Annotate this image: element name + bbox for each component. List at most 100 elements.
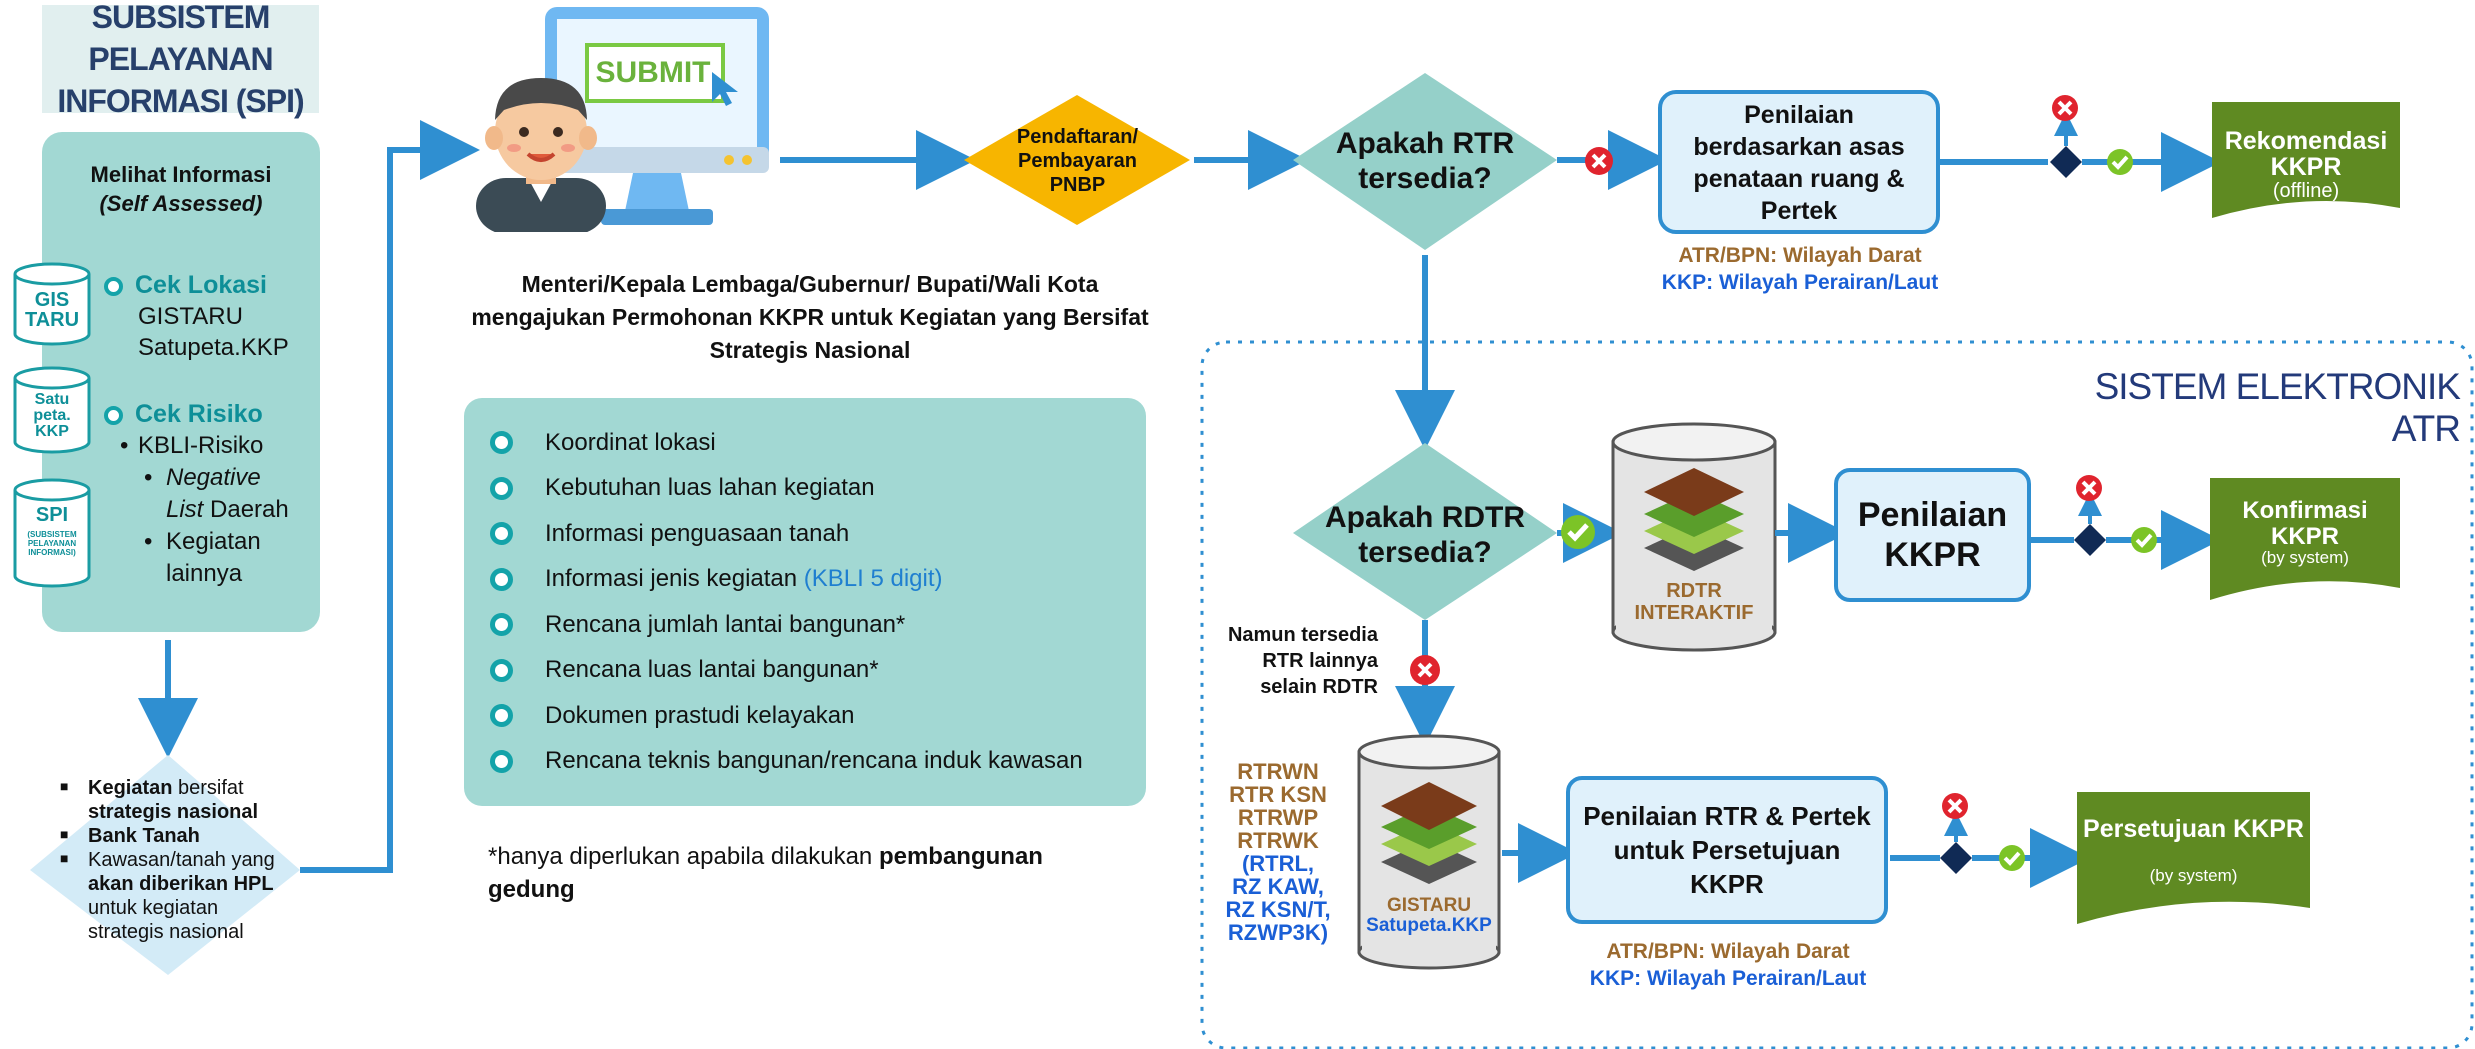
rtr-item: RTR KSN <box>1229 782 1327 807</box>
rtr-item: RTRWN <box>1237 759 1319 784</box>
spi-title: SUBSISTEM PELAYANAN INFORMASI (SPI) <box>57 0 304 119</box>
kbli-note: (KBLI 5 digit) <box>803 565 943 593</box>
rz-item: RZ KAW, <box>1232 874 1324 899</box>
rdtr-diamond <box>1293 443 1557 620</box>
rtr-question: Apakah RTR tersedia? <box>1335 127 1515 195</box>
requirement-item: Informasi penguasaan tanah <box>490 511 1150 557</box>
atr-darat-label-2: ATR/BPN: Wilayah Darat <box>1606 940 1850 963</box>
cursor-icon <box>712 72 738 106</box>
cek-risiko-label: Cek Risiko <box>135 400 263 428</box>
bullet-icon <box>104 276 123 296</box>
reject-icon <box>2076 475 2102 501</box>
rekomendasi-sub: (offline) <box>2272 180 2340 202</box>
bullet-icon <box>490 522 513 546</box>
rz-item: RZ KSN/T, <box>1225 897 1331 922</box>
strategis-diamond <box>30 755 300 975</box>
rtr-diamond <box>1293 73 1557 250</box>
konfirmasi-doc <box>2210 478 2400 600</box>
reject-icon <box>1585 147 1613 175</box>
sistem-elektronik-title: SISTEM ELEKTRONIK ATR <box>2094 366 2461 449</box>
sistem-boundary <box>1200 340 2474 1049</box>
rtr-item: RTRWP <box>1237 805 1319 830</box>
pnbp-label: Pendaftaran/ Pembayaran PNBP <box>1016 126 1139 196</box>
penilaian-rtr-label: Penilaian RTR & Pertek untuk Persetujuan… <box>1583 801 1871 899</box>
namun-label: Namun tersedia RTR lainnya selain RDTR <box>1227 624 1378 698</box>
requirement-item: Kebutuhan luas lahan kegiatan <box>490 466 1150 512</box>
satupeta-label: Satupeta.KKP <box>1366 915 1492 936</box>
konfirmasi-sub: (by system) <box>2261 548 2349 567</box>
konfirmasi-title: Konfirmasi KKPR <box>2242 497 2368 550</box>
footnote-text: *hanya diperlukan apabila dilakukan <box>488 843 879 870</box>
footnote-bold: pembangunan gedung <box>488 843 1043 903</box>
spi-title-box <box>42 5 319 113</box>
gistaru-db-icon <box>13 262 91 346</box>
cek-risiko-item: •Kegiatan lainnya <box>144 528 261 587</box>
reject-icon <box>1410 655 1440 685</box>
gistaru-label: GISTARU <box>1386 895 1472 916</box>
decision-3 <box>1940 842 1972 874</box>
requirement-item: Koordinat lokasi <box>490 420 1150 466</box>
rdtr-cylinder <box>1611 422 1777 462</box>
requirements-box <box>464 398 1146 806</box>
persetujuan-title: Persetujuan KKPR <box>2083 815 2304 843</box>
gistaru-db-label: GIS TARU <box>24 289 80 331</box>
atr-darat-label: ATR/BPN: Wilayah Darat <box>1678 244 1922 267</box>
cek-lokasi-label: Cek Lokasi <box>135 271 268 299</box>
strategis-list: ■Kegiatan bersifat strategis nasional ■B… <box>60 777 275 943</box>
cek-lokasi-block: Cek Lokasi GISTARU Satupeta.KKP <box>104 270 289 363</box>
reject-icon <box>2052 95 2078 121</box>
rz-item: RZWP3K) <box>1227 920 1329 945</box>
reject-icon <box>1942 793 1968 819</box>
approve-icon <box>1561 515 1595 549</box>
rekomendasi-doc <box>2212 102 2400 218</box>
decision-2 <box>2074 524 2106 556</box>
persetujuan-doc <box>2077 792 2310 924</box>
computer-monitor-icon <box>545 7 769 225</box>
spi-db-label: SPI <box>35 504 69 526</box>
satupeta-db-label: Satu peta. KKP <box>33 391 71 440</box>
penilaian-rtr-box <box>1566 776 1888 924</box>
spi-db-sublabel: (SUBSISTEM PELAYANAN INFORMASI) <box>27 530 77 557</box>
satupeta-db-icon <box>13 366 91 454</box>
rdtr-interaktif-label: RDTR INTERAKTIF <box>1634 580 1754 624</box>
cek-risiko-item: •KBLI-Risiko <box>120 432 264 459</box>
bullet-icon <box>490 431 513 455</box>
cek-lokasi-item: GISTARU <box>138 303 243 330</box>
layers-icon-rdtr <box>1644 468 1744 571</box>
bullet-icon <box>490 704 513 728</box>
footnote: *hanya diperlukan apabila dilakukan pemb… <box>488 840 1128 906</box>
cek-lokasi-item: Satupeta.KKP <box>138 334 289 361</box>
person-avatar-icon <box>476 78 606 232</box>
rdtr-question: Apakah RDTR tersedia? <box>1324 501 1526 569</box>
gistaru-cylinder <box>1357 734 1501 770</box>
bullet-icon <box>490 658 513 682</box>
requirement-item: Rencana jumlah lantai bangunan* <box>490 602 1150 648</box>
kkp-laut-label: KKP: Wilayah Perairan/Laut <box>1661 271 1939 294</box>
pnbp-diamond <box>964 95 1190 225</box>
spi-db-icon <box>13 478 91 588</box>
bullet-icon <box>490 613 513 637</box>
bullet-icon <box>490 567 513 591</box>
rtr-item: RTRWK <box>1237 828 1319 853</box>
requirement-item: Dokumen prastudi kelayakan <box>490 693 1150 739</box>
rekomendasi-title: Rekomendasi KKPR <box>2224 127 2388 181</box>
requirement-item: Rencana teknis bangunan/rencana induk ka… <box>490 739 1150 785</box>
layers-icon-gistaru <box>1381 782 1477 884</box>
applicant-description: Menteri/Kepala Lembaga/Gubernur/ Bupati/… <box>471 271 1149 363</box>
bullet-icon <box>490 476 513 500</box>
requirement-item: Informasi jenis kegiatan (KBLI 5 digit) <box>490 557 1150 603</box>
approve-icon <box>2131 527 2157 553</box>
approve-icon <box>2107 149 2133 175</box>
info-heading-line2: (Self Assessed) <box>99 191 263 216</box>
submit-button-label: SUBMIT <box>595 56 711 89</box>
arrow-to-applicant <box>300 120 480 873</box>
persetujuan-sub: (by system) <box>2149 866 2238 885</box>
info-box-bg <box>42 132 320 632</box>
penilaian-asas-label: Penilaian berdasarkan asas penataan ruan… <box>1693 101 1905 225</box>
info-heading-line1: Melihat Informasi <box>90 162 272 187</box>
